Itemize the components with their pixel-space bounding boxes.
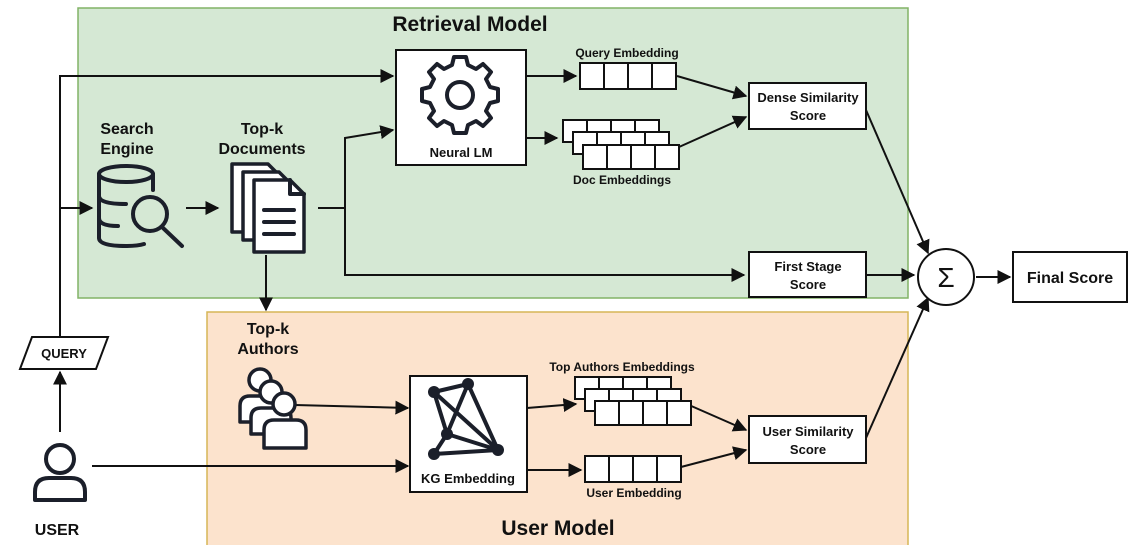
topk-authors-label-line2: Authors	[237, 341, 298, 358]
final-score-label: Final Score	[1027, 270, 1113, 287]
neural-lm-label: Neural LM	[430, 145, 493, 160]
kg-embedding-label: KG Embedding	[421, 471, 515, 486]
top-authors-embeddings-stack	[574, 376, 692, 426]
topk-authors-label-line1: Top-k	[247, 321, 289, 338]
user-icon	[33, 443, 87, 502]
wire-documents-to-neural-lm	[318, 125, 395, 209]
query-embedding-label: Query Embedding	[575, 46, 678, 60]
wire-dense-to-sum	[865, 109, 930, 255]
doc-embedding-cell	[654, 144, 680, 170]
final-score-box	[1012, 251, 1128, 303]
wire-query-emb-to-dense	[676, 75, 748, 100]
gear-icon	[420, 55, 500, 135]
search-engine-label-line1: Search	[100, 121, 153, 138]
users-group-icon	[238, 367, 308, 450]
database-search-icon	[97, 164, 184, 248]
user-embedding-cell	[584, 455, 610, 483]
doc-embeddings-label: Doc Embeddings	[573, 173, 671, 187]
first-stage-label-line2: Score	[790, 277, 826, 292]
query-embedding-cell	[579, 62, 605, 90]
first-stage-label-line1: First Stage	[774, 259, 841, 274]
author-embedding-cell	[642, 400, 668, 426]
wire-documents-to-first-stage	[344, 208, 746, 282]
topk-documents-label-line2: Documents	[218, 141, 305, 158]
wire-user-sim-to-sum	[865, 296, 930, 439]
user-similarity-box	[748, 415, 867, 464]
query-embedding-vector	[579, 62, 677, 90]
author-embedding-cell	[594, 400, 620, 426]
search-engine-label-line2: Engine	[100, 141, 153, 158]
dense-similarity-label-line1: Dense Similarity	[757, 90, 859, 105]
first-stage-box	[748, 251, 867, 298]
documents-icon	[230, 162, 306, 254]
user-similarity-label-line1: User Similarity	[762, 424, 854, 439]
query-node	[18, 336, 110, 370]
user-embedding-cell	[656, 455, 682, 483]
wire-user-emb-to-user-sim	[680, 446, 748, 468]
top-authors-embeddings-label: Top Authors Embeddings	[549, 360, 695, 374]
doc-embedding-cell	[630, 144, 656, 170]
user-embedding-label: User Embedding	[586, 486, 681, 500]
sum-symbol: Σ	[937, 262, 954, 293]
doc-embedding-cell	[606, 144, 632, 170]
user-embedding-cell	[608, 455, 634, 483]
query-embedding-cell	[651, 62, 677, 90]
dense-similarity-box	[748, 82, 867, 130]
user-label: USER	[35, 522, 80, 539]
query-embedding-cell	[627, 62, 653, 90]
retrieval-model-title: Retrieval Model	[392, 13, 547, 36]
sum-node	[917, 248, 975, 306]
wire-authors-emb-to-user-sim	[688, 404, 748, 432]
query-label: QUERY	[41, 346, 87, 361]
graph-icon	[428, 378, 504, 460]
user-embedding-cell	[632, 455, 658, 483]
topk-documents-label-line1: Top-k	[241, 121, 283, 138]
wire-query-to-neural-lm	[59, 69, 395, 340]
wire-kg-to-authors-emb	[526, 398, 578, 413]
user-similarity-label-line2: Score	[790, 442, 826, 457]
query-embedding-cell	[603, 62, 629, 90]
author-embedding-cell	[666, 400, 692, 426]
doc-embedding-cell	[582, 144, 608, 170]
doc-embeddings-stack	[562, 119, 680, 170]
wire-doc-emb-to-dense	[678, 115, 748, 148]
user-embedding-vector	[584, 455, 682, 483]
user-model-title: User Model	[501, 517, 614, 540]
wire-authors-to-kg	[294, 400, 410, 415]
author-embedding-cell	[618, 400, 644, 426]
dense-similarity-label-line2: Score	[790, 108, 826, 123]
